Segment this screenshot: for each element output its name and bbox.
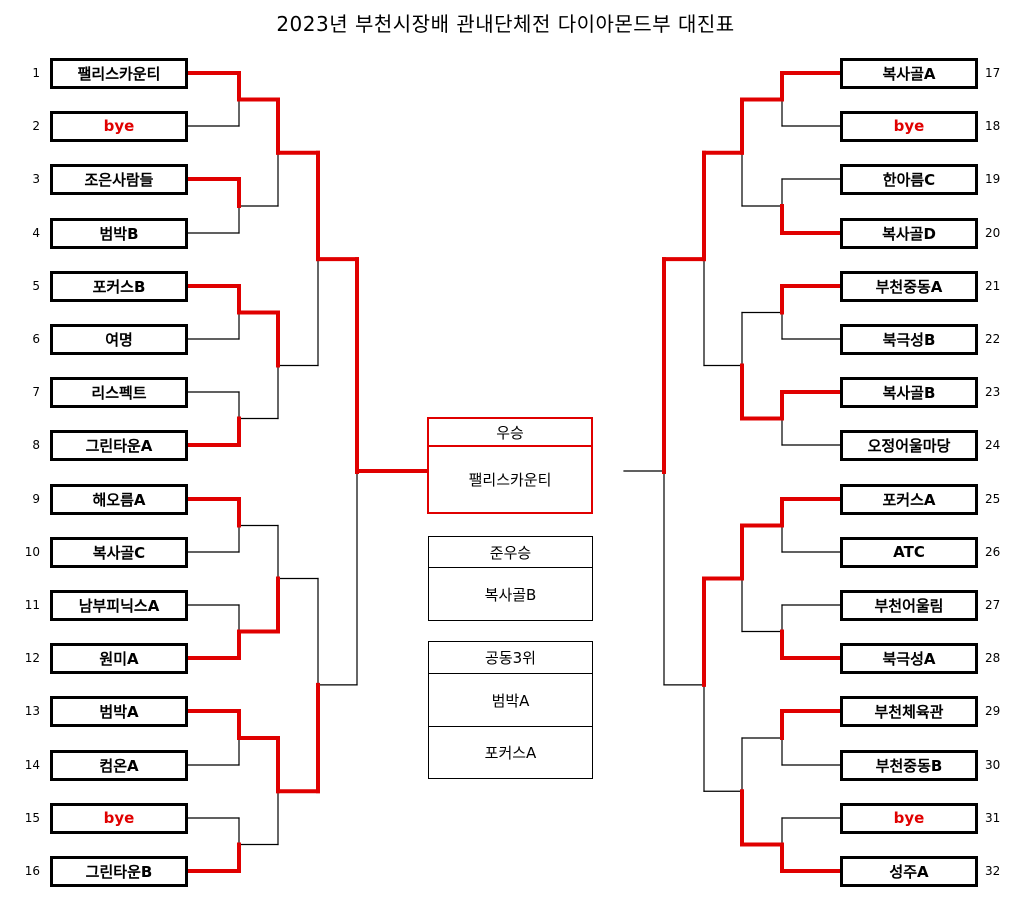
seed-number: 15 — [24, 811, 40, 825]
bye-slot: bye — [840, 802, 978, 834]
team-box: 팰리스카운티 — [50, 57, 188, 89]
third-place-team-2: 포커스A — [429, 726, 592, 778]
team-box: 범박B — [50, 217, 188, 249]
runner-up-label: 준우승 — [429, 537, 592, 568]
seed-number: 7 — [32, 385, 40, 399]
bye-slot: bye — [50, 802, 188, 834]
team-box: 오정어울마당 — [840, 429, 978, 461]
team-box: 복사골C — [50, 536, 188, 568]
team-box: 그린타운A — [50, 429, 188, 461]
champion-name: 팰리스카운티 — [468, 471, 552, 489]
seed-number: 24 — [985, 438, 1001, 452]
seed-number: 3 — [32, 172, 40, 186]
seed-number: 22 — [985, 332, 1001, 346]
seed-number: 28 — [985, 651, 1001, 665]
team-box: 해오름A — [50, 483, 188, 515]
seed-number: 31 — [985, 811, 1001, 825]
team-box: 복사골D — [840, 217, 978, 249]
seed-number: 10 — [24, 545, 40, 559]
team-box: 조은사람들 — [50, 163, 188, 195]
seed-number: 21 — [985, 279, 1001, 293]
team-box: ATC — [840, 536, 978, 568]
seed-number: 16 — [24, 864, 40, 878]
team-box: 북극성A — [840, 642, 978, 674]
seed-number: 9 — [32, 492, 40, 506]
third-place-label: 공동3위 — [429, 642, 592, 674]
team-box: 부천체육관 — [840, 695, 978, 727]
team-box: 그린타운B — [50, 855, 188, 887]
seed-number: 18 — [985, 119, 1001, 133]
seed-number: 23 — [985, 385, 1001, 399]
seed-number: 30 — [985, 758, 1001, 772]
seed-number: 2 — [32, 119, 40, 133]
seed-number: 29 — [985, 704, 1001, 718]
third-place-team-1: 범박A — [491, 691, 530, 710]
team-box: 복사골B — [840, 376, 978, 408]
seed-number: 5 — [32, 279, 40, 293]
team-box: 범박A — [50, 695, 188, 727]
team-box: 포커스A — [840, 483, 978, 515]
team-box: 포커스B — [50, 270, 188, 302]
team-box: 원미A — [50, 642, 188, 674]
bracket-title: 2023년 부천시장배 관내단체전 다이아몬드부 대진표 — [276, 12, 735, 36]
runner-up-name: 복사골B — [484, 585, 537, 604]
seed-number: 6 — [32, 332, 40, 346]
team-box: 복사골A — [840, 57, 978, 89]
team-box: 부천중동A — [840, 270, 978, 302]
seed-number: 12 — [24, 651, 40, 665]
team-box: 컴온A — [50, 749, 188, 781]
seed-number: 26 — [985, 545, 1001, 559]
bye-slot: bye — [50, 110, 188, 142]
champion-label: 우승 — [429, 419, 591, 447]
seed-number: 25 — [985, 492, 1001, 506]
champion-box: 우승 팰리스카운티 — [427, 417, 593, 514]
third-place-box: 공동3위 범박A 포커스A — [428, 641, 593, 779]
team-box: 부천어울림 — [840, 589, 978, 621]
seed-number: 20 — [985, 226, 1001, 240]
bye-slot: bye — [840, 110, 978, 142]
seed-number: 4 — [32, 226, 40, 240]
seed-number: 27 — [985, 598, 1001, 612]
seed-number: 19 — [985, 172, 1001, 186]
seed-number: 1 — [32, 66, 40, 80]
team-box: 부천중동B — [840, 749, 978, 781]
seed-number: 17 — [985, 66, 1001, 80]
team-box: 남부피닉스A — [50, 589, 188, 621]
seed-number: 13 — [24, 704, 40, 718]
seed-number: 8 — [32, 438, 40, 452]
team-box: 성주A — [840, 855, 978, 887]
team-box: 여명 — [50, 323, 188, 355]
runner-up-box: 준우승 복사골B — [428, 536, 593, 621]
team-box: 북극성B — [840, 323, 978, 355]
seed-number: 14 — [24, 758, 40, 772]
team-box: 리스펙트 — [50, 376, 188, 408]
seed-number: 11 — [24, 598, 40, 612]
team-box: 한아름C — [840, 163, 978, 195]
seed-number: 32 — [985, 864, 1001, 878]
